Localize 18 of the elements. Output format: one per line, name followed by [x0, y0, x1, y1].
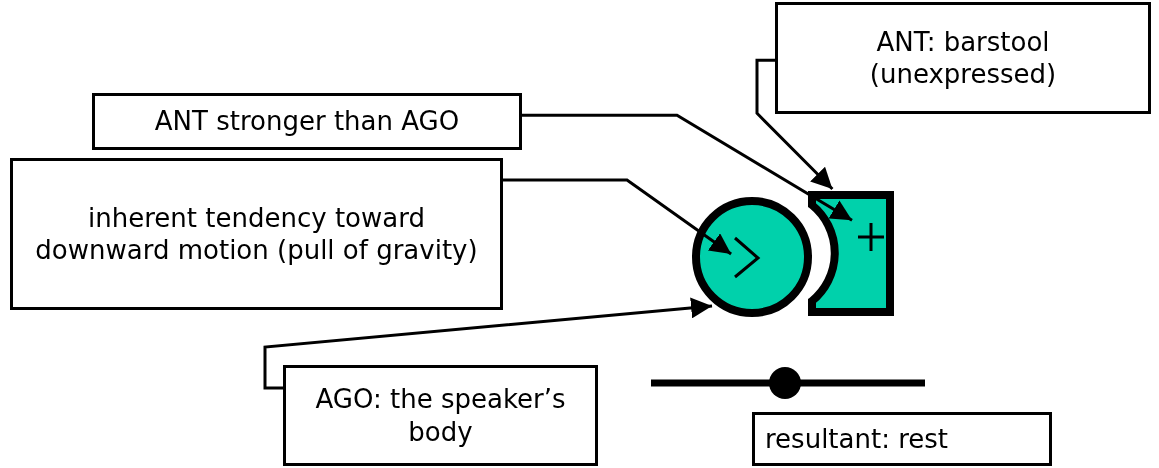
tendency-chevron-icon	[733, 236, 760, 280]
label-box	[92, 93, 522, 150]
label-box	[775, 2, 1151, 114]
arrow	[522, 113, 853, 222]
arrow	[755, 58, 834, 191]
label-box	[752, 412, 1052, 466]
arrow	[263, 297, 713, 390]
box-text: inherent tendency toward downward motion (pull of gravity)	[34, 201, 479, 267]
box-text: ANT stronger than AGO	[154, 105, 460, 138]
box-text: ANT: barstool (unexpressed)	[868, 25, 1058, 91]
agonist-circle	[692, 197, 812, 317]
plus-sign-icon	[858, 223, 884, 251]
antagonist-shape	[806, 189, 894, 316]
box-text: AGO: the speaker’s body	[314, 383, 567, 448]
arrow	[503, 178, 732, 256]
box-text: resultant: rest	[765, 422, 949, 456]
label-box	[10, 158, 503, 310]
label-box	[283, 365, 598, 466]
